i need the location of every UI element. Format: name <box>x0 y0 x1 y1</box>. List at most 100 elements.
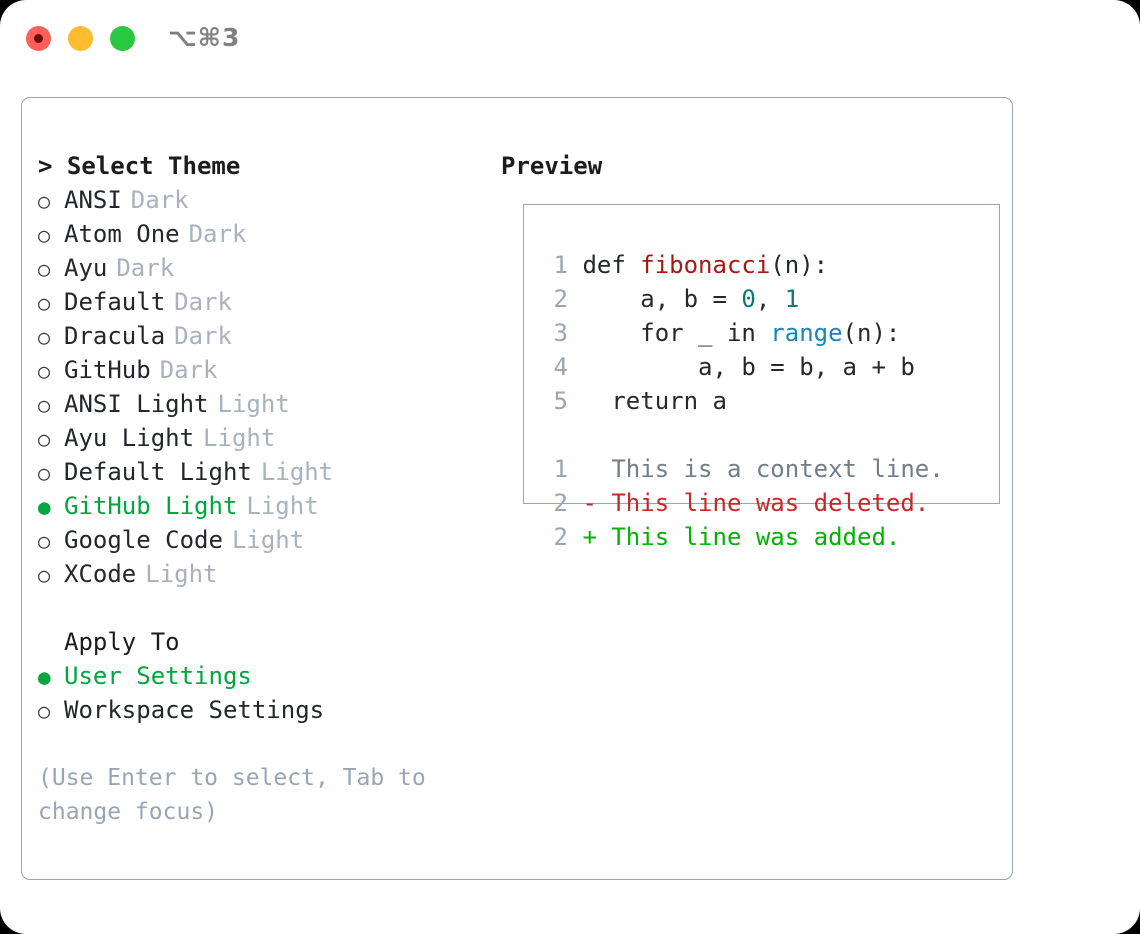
theme-option-label: ANSI Light <box>64 390 209 418</box>
radio-unselected-icon: ○ <box>38 699 51 723</box>
radio-unselected-icon: ○ <box>38 291 51 315</box>
apply-to-list[interactable]: ● User Settings ○ Workspace Settings <box>38 659 498 727</box>
theme-variant-badge: Dark <box>174 288 232 316</box>
theme-option-label: GitHub <box>64 356 151 384</box>
line-number: 5 <box>553 387 568 415</box>
diff-marker <box>582 455 611 483</box>
radio-unselected-icon: ○ <box>38 359 51 383</box>
theme-option-default-light[interactable]: ○ Default Light Light <box>38 455 498 489</box>
diff-marker: - <box>582 489 612 517</box>
theme-option-label: XCode <box>64 560 137 588</box>
theme-option-github[interactable]: ○ GitHub Dark <box>38 353 498 387</box>
apply-to-option-label: Workspace Settings <box>64 696 325 724</box>
apply-to-option-workspace-settings[interactable]: ○ Workspace Settings <box>38 693 498 727</box>
code-line: 2 a, b = 0, 1 <box>544 282 944 316</box>
theme-variant-badge: Dark <box>159 356 218 384</box>
theme-variant-badge: Light <box>203 424 276 452</box>
code-token: 1 <box>784 285 800 313</box>
code-blank-line <box>544 418 944 452</box>
theme-variant-badge: Dark <box>174 322 232 350</box>
diff-marker: + <box>582 523 612 551</box>
radio-unselected-icon: ○ <box>38 427 51 451</box>
diff-line-number: 2 <box>553 523 568 551</box>
diff-line: 1 This is a context line. <box>544 452 944 486</box>
diff-line: 2 + This line was added. <box>544 520 944 554</box>
radio-unselected-icon: ○ <box>38 529 51 553</box>
theme-option-ansi[interactable]: ○ ANSI Dark <box>38 183 498 217</box>
code-token: , <box>755 285 785 313</box>
code-token: for _ in <box>582 319 771 347</box>
code-token: fibonacci <box>640 251 771 279</box>
code-line: 4 a, b = b, a + b <box>544 350 944 384</box>
theme-option-xcode[interactable]: ○ XCode Light <box>38 557 498 591</box>
code-token: return a <box>582 387 727 415</box>
theme-variant-badge: Light <box>217 390 290 418</box>
code-token: 0 <box>741 285 756 313</box>
keyboard-hint-text: (Use Enter to select, Tab to change focu… <box>38 765 426 825</box>
radio-unselected-icon: ○ <box>38 393 51 417</box>
theme-option-label: Ayu <box>64 254 108 282</box>
code-token: (n): <box>842 319 901 347</box>
code-line: 1 def fibonacci(n): <box>544 248 944 282</box>
code-line: 3 for _ in range(n): <box>544 316 944 350</box>
theme-option-label: Ayu Light <box>64 424 195 452</box>
theme-variant-badge: Dark <box>188 220 247 248</box>
theme-variant-badge: Light <box>246 492 319 520</box>
preview-pane: Preview 1 def fibonacci(n):2 a, b = 0, 1… <box>501 149 1001 551</box>
theme-option-dracula[interactable]: ○ Dracula Dark <box>38 319 498 353</box>
theme-option-label: ANSI <box>64 186 122 214</box>
minimize-window-icon[interactable] <box>68 26 93 51</box>
apply-to-option-label: User Settings <box>64 662 252 690</box>
radio-unselected-icon: ○ <box>38 461 51 485</box>
theme-option-label: GitHub Light <box>64 492 238 520</box>
radio-unselected-icon: ○ <box>38 563 51 587</box>
line-number: 3 <box>553 319 568 347</box>
radio-selected-icon: ● <box>38 665 51 689</box>
theme-option-ayu[interactable]: ○ Ayu Dark <box>38 251 498 285</box>
diff-line: 2 - This line was deleted. <box>544 486 944 520</box>
apply-to-heading: Apply To <box>64 628 180 656</box>
theme-variant-badge: Dark <box>130 186 189 214</box>
diff-line-number: 2 <box>553 489 568 517</box>
section-spacer <box>38 591 498 625</box>
title-bar: ⌥⌘3 <box>0 0 1140 78</box>
radio-selected-icon: ● <box>38 495 51 519</box>
radio-unselected-icon: ○ <box>38 325 51 349</box>
code-token: def <box>582 251 641 279</box>
hint-spacer <box>38 727 498 761</box>
code-token: (n): <box>770 251 829 279</box>
code-token: a, b = b, a + b <box>582 353 915 381</box>
close-window-icon[interactable] <box>26 26 51 51</box>
code-line: 5 return a <box>544 384 944 418</box>
code-token: range <box>770 319 843 347</box>
radio-unselected-icon: ○ <box>38 189 51 213</box>
theme-option-label: Default Light <box>64 458 252 486</box>
code-token: a, b = <box>582 285 742 313</box>
theme-option-default[interactable]: ○ Default Dark <box>38 285 498 319</box>
theme-option-label: Dracula <box>64 322 166 350</box>
theme-variant-badge: Dark <box>116 254 175 282</box>
theme-option-github-light[interactable]: ● GitHub Light Light <box>38 489 498 523</box>
line-number: 4 <box>553 353 568 381</box>
radio-unselected-icon: ○ <box>38 257 51 281</box>
theme-variant-badge: Light <box>260 458 334 486</box>
diff-text: This line was deleted. <box>611 489 930 517</box>
radio-unselected-icon: ○ <box>38 223 51 247</box>
preview-heading: Preview <box>501 152 603 180</box>
theme-option-ansi-light[interactable]: ○ ANSI Light Light <box>38 387 498 421</box>
theme-option-ayu-light[interactable]: ○ Ayu Light Light <box>38 421 498 455</box>
theme-option-label: Default <box>64 288 166 316</box>
select-theme-heading: > Select Theme <box>38 152 241 180</box>
apply-to-option-user-settings[interactable]: ● User Settings <box>38 659 498 693</box>
theme-variant-badge: Light <box>231 526 305 554</box>
theme-variant-badge: Light <box>145 560 218 588</box>
line-number: 2 <box>553 285 568 313</box>
maximize-window-icon[interactable] <box>110 26 135 51</box>
